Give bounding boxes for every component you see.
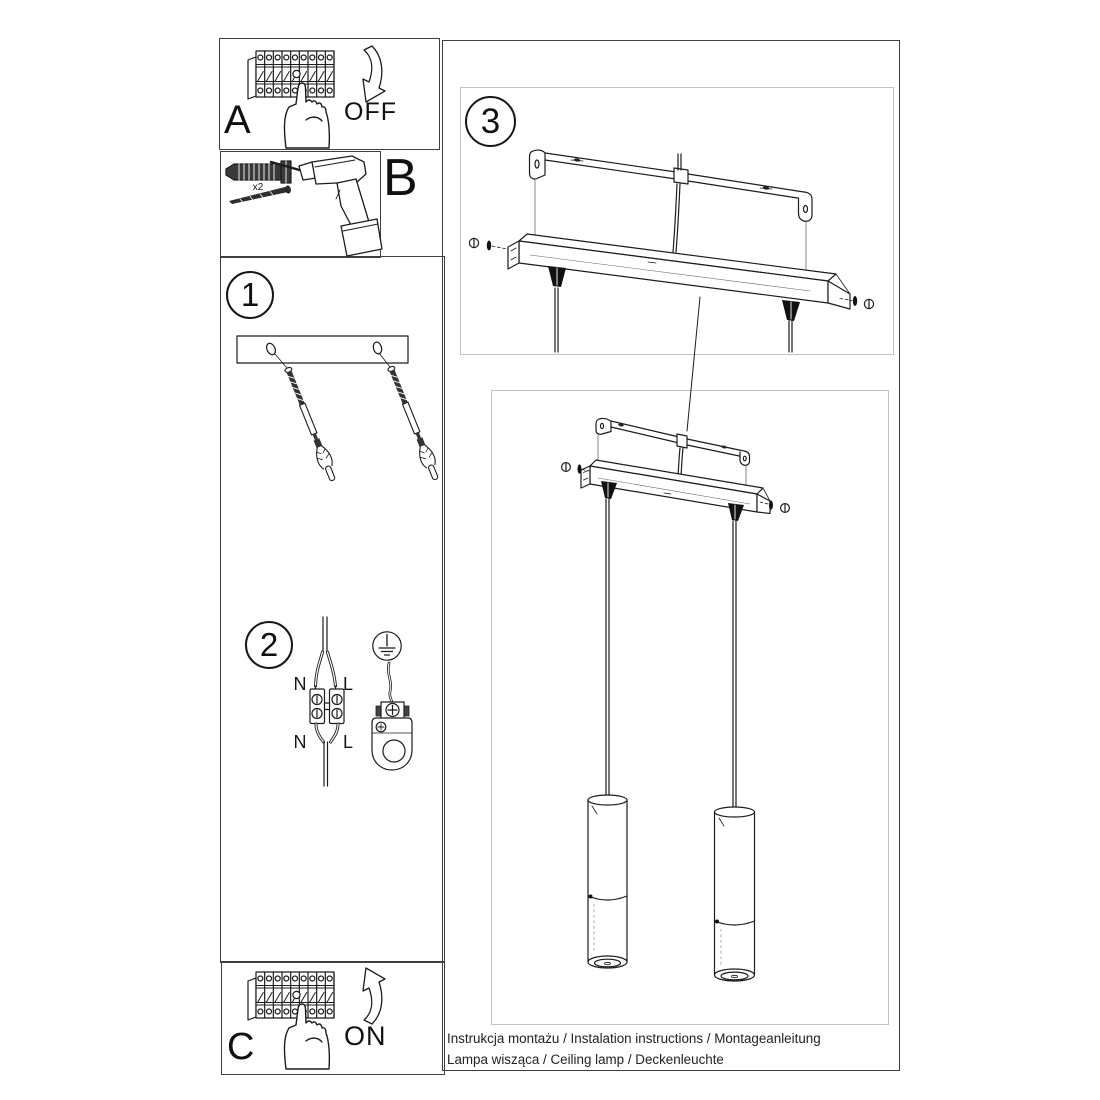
step3-frame — [460, 87, 894, 355]
left-column-frame — [220, 256, 445, 963]
footer-line-2: Lampa wisząca / Ceiling lamp / Deckenleu… — [447, 1051, 724, 1067]
step-c-caption: ON — [344, 1021, 387, 1051]
step-a-label: A — [224, 98, 251, 142]
step-c-label: C — [227, 1026, 255, 1068]
step-a-caption: OFF — [344, 98, 397, 126]
right-column-frame — [442, 40, 900, 1071]
step-3-badge: 3 — [465, 96, 516, 147]
footer-text: Instrukcja montażu / Instalation instruc… — [447, 1029, 887, 1070]
step-1-badge: 1 — [226, 271, 274, 319]
panel-c-frame — [221, 961, 445, 1075]
panel-a-frame — [219, 38, 440, 150]
main-figure-frame — [491, 390, 889, 1025]
panel-b-frame — [220, 151, 381, 258]
step-2-badge: 2 — [245, 621, 293, 669]
step-b-label: B — [383, 149, 418, 207]
footer-line-1: Instrukcja montażu / Instalation instruc… — [447, 1031, 821, 1046]
